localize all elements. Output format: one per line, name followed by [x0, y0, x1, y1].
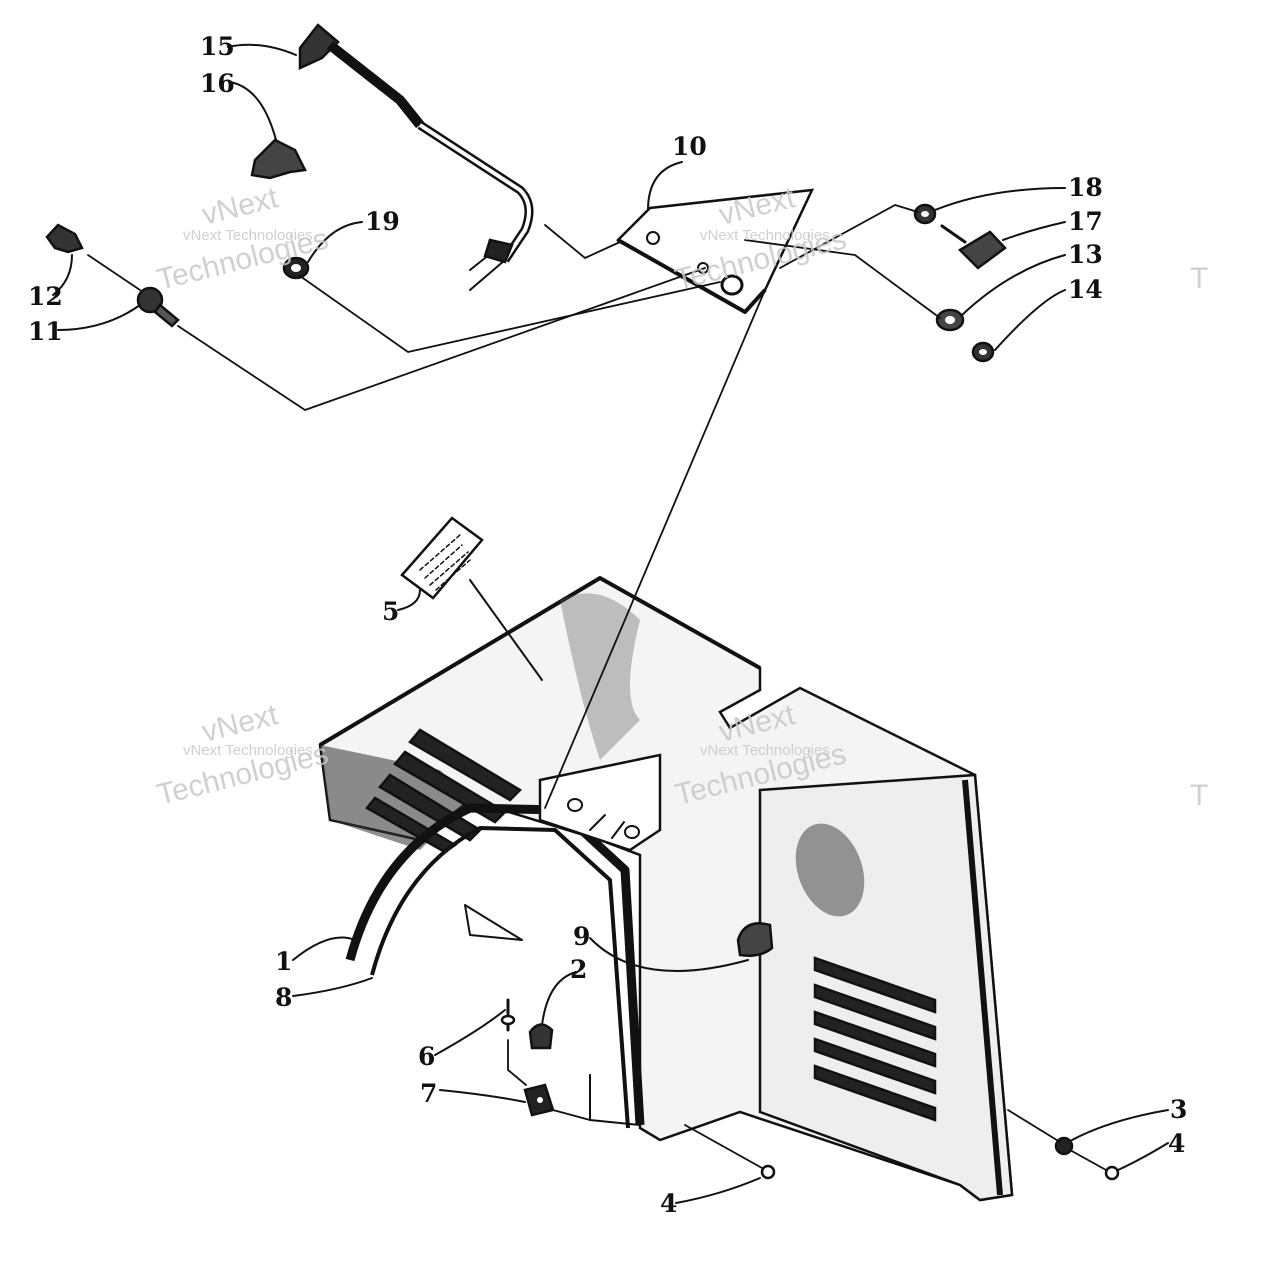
- callout-2: 2: [570, 955, 587, 984]
- callout-17: 17: [1068, 207, 1103, 236]
- switch-knob: [45, 223, 84, 254]
- callout-labels: 15 16 10 18 17 13 14 19 12 11 5 9 2 1 8 …: [28, 32, 1187, 1218]
- clip-7: [523, 1083, 555, 1117]
- screw-4-right: [1104, 1165, 1120, 1181]
- watermark-edge: T: [1190, 262, 1208, 295]
- callout-11: 11: [28, 317, 63, 346]
- callout-8: 8: [275, 983, 292, 1012]
- nut-18: [913, 203, 937, 225]
- watermark-brand: vNext: [199, 181, 282, 232]
- nut-14: [971, 341, 995, 363]
- callout-leaders: [52, 43, 1169, 1204]
- callout-3: 3: [1170, 1095, 1187, 1124]
- cowl-housing: [318, 576, 1014, 1202]
- callout-13: 13: [1068, 240, 1103, 269]
- rivet-6: [500, 998, 516, 1032]
- callout-5: 5: [382, 597, 399, 626]
- callout-15: 15: [200, 32, 235, 61]
- callout-19: 19: [365, 207, 400, 236]
- callout-1: 1: [275, 947, 292, 976]
- watermark-small: vNext Technologies: [183, 227, 313, 244]
- callout-4-right: 4: [1168, 1129, 1185, 1158]
- callout-18: 18: [1068, 173, 1103, 202]
- watermark-small: vNext Technologies: [183, 742, 313, 759]
- callout-12: 12: [28, 282, 63, 311]
- callout-9: 9: [573, 922, 590, 951]
- watermark-small: vNext Technologies: [700, 227, 830, 244]
- decal-plate: [400, 516, 484, 600]
- callout-6: 6: [418, 1042, 435, 1071]
- callout-14: 14: [1068, 275, 1103, 304]
- choke-lever: [250, 138, 307, 180]
- ignition-switch: [136, 286, 180, 328]
- callout-10: 10: [672, 132, 707, 161]
- washer-13: [935, 308, 965, 332]
- callout-4-lower: 4: [660, 1189, 677, 1218]
- cap-2: [528, 1023, 554, 1050]
- watermark-edge: T: [1190, 779, 1208, 812]
- assembly-lines: [87, 204, 1107, 1171]
- screw-4-lower: [760, 1164, 776, 1180]
- switch-plate: [615, 188, 815, 314]
- right-louvers: [813, 956, 937, 1122]
- callout-7: 7: [420, 1079, 437, 1108]
- watermark-small: vNext Technologies: [700, 742, 830, 759]
- toggle-switch: [940, 224, 1007, 270]
- callout-16: 16: [200, 69, 235, 98]
- choke-cable: [298, 23, 534, 291]
- grommet: [282, 256, 310, 280]
